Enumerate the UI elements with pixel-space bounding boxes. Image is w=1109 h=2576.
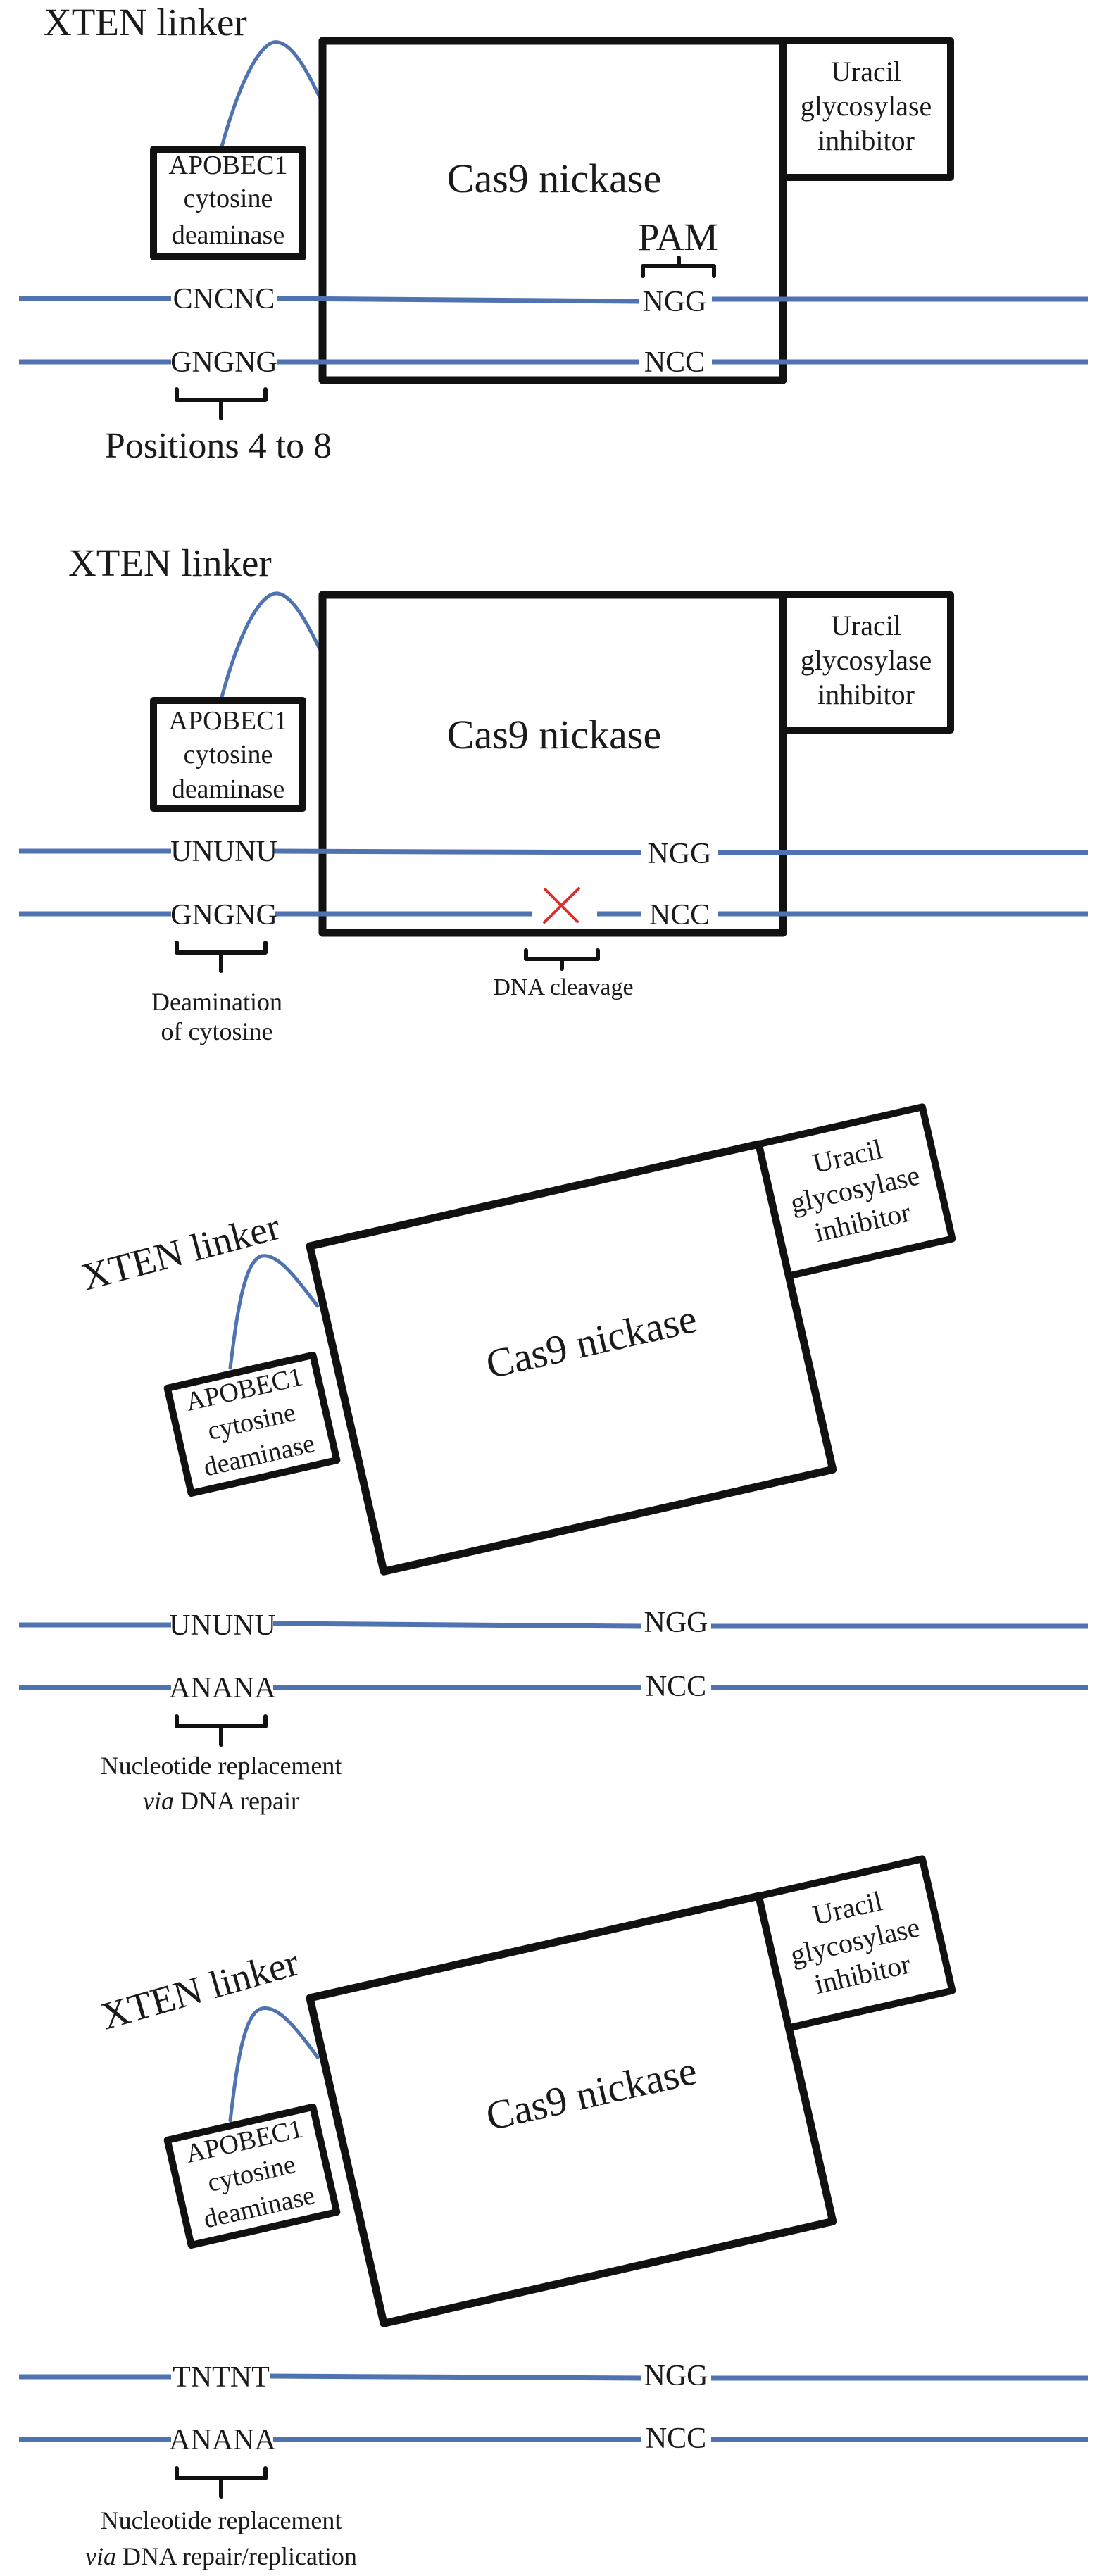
top-pam-sequence: NGG: [643, 286, 707, 318]
apobec1-box: [163, 1351, 341, 1497]
top-target-sequence: UNUNU: [169, 1609, 276, 1642]
xten-linker-curve: [228, 2006, 320, 2123]
pam-label: PAM: [638, 215, 718, 258]
ugi-box: [755, 1855, 956, 2032]
caption-line-1: Deamination: [151, 988, 282, 1016]
target-window-bracket: [175, 1714, 268, 1747]
cas9-nickase-box: [318, 37, 787, 384]
bottom-target-sequence: GNGNG: [170, 346, 277, 379]
pam-bracket: [641, 256, 716, 278]
dna-cleavage-label: DNA cleavage: [493, 974, 633, 1000]
cas9-nickase-label: Cas9 nickase: [447, 156, 661, 201]
red-x-icon: [543, 887, 580, 924]
xten-linker-curve: [220, 591, 327, 699]
top-target-sequence: UNUNU: [170, 836, 277, 868]
xten-linker-label: XTEN linker: [68, 541, 272, 584]
caption-rest: DNA repair/replication: [116, 2542, 357, 2570]
top-strand-segment: [277, 296, 639, 304]
apobec1-box: [150, 146, 306, 260]
bottom-target-sequence: GNGNG: [170, 899, 277, 931]
top-strand-segment: [272, 848, 641, 855]
apobec-label-line-3: deaminase: [172, 220, 284, 250]
ugi-label-line-1: Uracil: [831, 56, 901, 87]
ugi-label-line-2: glycosylase: [801, 644, 932, 676]
xten-linker-curve: [228, 1254, 320, 1370]
top-target-sequence: CNCNC: [173, 283, 275, 315]
cas9-nickase-label: Cas9 nickase: [447, 712, 661, 758]
cas9-nickase-box: [318, 591, 787, 937]
cleavage-bracket: [524, 948, 600, 971]
apobec-label-line-2: cytosine: [184, 740, 273, 769]
xten-linker-label: XTEN linker: [96, 1940, 303, 2037]
apobec-label-line-1: APOBEC1: [169, 706, 288, 736]
caption-line-1: Nucleotide replacement: [101, 2506, 342, 2534]
caption-italic: via: [85, 2542, 116, 2570]
rotated-editor-complex: Cas9 nickase Uracil glycosylase inhibito…: [163, 1855, 956, 2327]
caption-rest: DNA repair: [174, 1787, 299, 1815]
top-pam-sequence: NGG: [644, 2360, 708, 2392]
bottom-target-sequence: ANANA: [169, 1672, 276, 1704]
bottom-target-sequence: ANANA: [169, 2424, 276, 2456]
panel-3-release: XTEN linker Cas9 nickase Uracil glycosyl…: [19, 1103, 1088, 1815]
positions-caption: Positions 4 to 8: [105, 426, 332, 466]
cas9-nickase-box: [306, 1892, 837, 2327]
panel-1-target-recognition: XTEN linker Cas9 nickase Uracil glycosyl…: [19, 1, 1088, 466]
apobec1-box: [163, 2103, 341, 2249]
bottom-pam-sequence: NCC: [644, 346, 705, 379]
ugi-label-line-3: inhibitor: [817, 679, 915, 710]
caption-line-1: Nucleotide replacement: [101, 1752, 342, 1780]
caption-line-2: via DNA repair: [143, 1787, 299, 1815]
top-strand-segment: [270, 2373, 641, 2381]
rotated-editor-complex: Cas9 nickase Uracil glycosylase inhibito…: [163, 1103, 956, 1576]
apobec-label-line-3: deaminase: [172, 774, 284, 804]
target-window-bracket: [175, 2466, 268, 2499]
ugi-label-line-1: Uracil: [831, 610, 901, 641]
ugi-box: [779, 37, 954, 181]
caption-italic: via: [143, 1787, 174, 1815]
target-window-bracket: [175, 941, 268, 973]
target-window-bracket: [175, 387, 268, 420]
top-pam-sequence: NGG: [648, 838, 712, 870]
xten-linker-curve: [220, 40, 326, 149]
apobec-label-line-2: cytosine: [184, 184, 273, 213]
ugi-label-line-3: inhibitor: [817, 125, 915, 156]
ugi-box: [755, 1103, 956, 1280]
top-strand-segment: [272, 1621, 641, 1629]
bottom-pam-sequence: NCC: [649, 899, 710, 931]
panel-2-deamination: XTEN linker Cas9 nickase Uracil glycosyl…: [19, 541, 1088, 1045]
top-target-sequence: TNTNT: [173, 2361, 270, 2394]
bottom-pam-sequence: NCC: [646, 1671, 706, 1703]
caption-line-2: of cytosine: [161, 1017, 273, 1045]
ugi-label-line-2: glycosylase: [801, 90, 932, 122]
xten-linker-label: XTEN linker: [77, 1205, 284, 1299]
cas9-nickase-box: [306, 1140, 837, 1576]
apobec1-box: [150, 697, 306, 812]
bottom-pam-sequence: NCC: [646, 2423, 706, 2455]
ugi-box: [779, 591, 954, 734]
apobec-label-line-1: APOBEC1: [169, 151, 288, 180]
xten-linker-label: XTEN linker: [44, 1, 247, 44]
top-pam-sequence: NGG: [644, 1607, 708, 1639]
caption-line-2: via DNA repair/replication: [85, 2542, 357, 2570]
panel-4-replication: XTEN linker Cas9 nickase Uracil glycosyl…: [19, 1855, 1088, 2570]
